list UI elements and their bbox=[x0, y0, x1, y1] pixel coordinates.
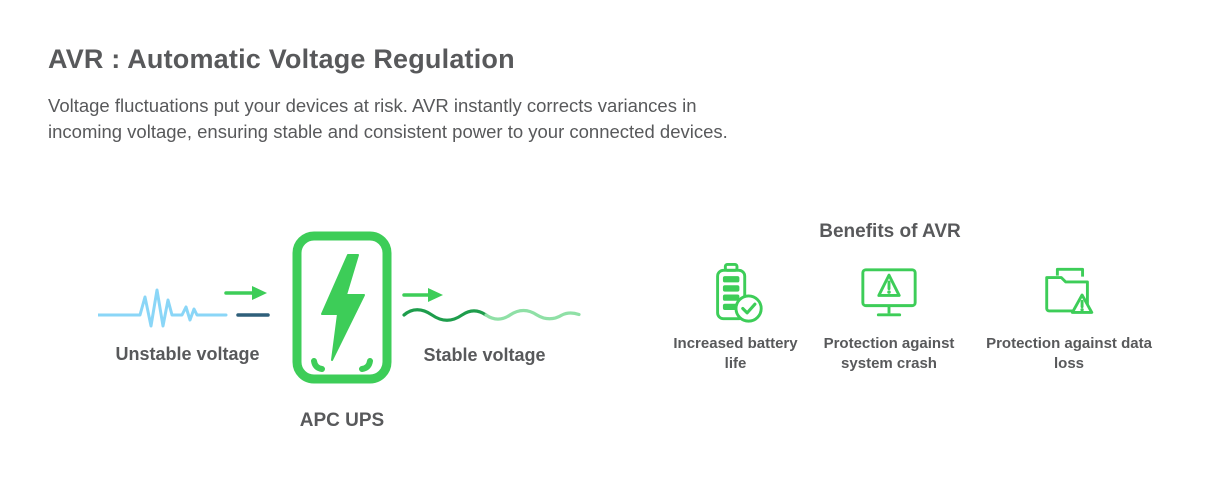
description-line-1: Voltage fluctuations put your devices at… bbox=[48, 95, 697, 116]
folder-warning-icon bbox=[1045, 267, 1094, 314]
unstable-waveform-icon bbox=[98, 286, 270, 328]
benefit-label: Increased battery life bbox=[673, 335, 798, 373]
unstable-voltage-label: Unstable voltage bbox=[115, 344, 260, 364]
benefit-label: Protection against data loss bbox=[986, 335, 1152, 373]
ups-lightning-icon bbox=[292, 231, 392, 384]
benefits-title: Benefits of AVR bbox=[819, 221, 961, 242]
page-description: Voltage fluctuations put your devices at… bbox=[48, 93, 728, 145]
description-line-2: incoming voltage, ensuring stable and co… bbox=[48, 121, 728, 142]
benefit-system-crash: Protection against system crash bbox=[806, 262, 972, 375]
page-title: AVR : Automatic Voltage Regulation bbox=[48, 44, 515, 74]
battery-check-icon bbox=[715, 263, 763, 323]
benefit-data-loss: Protection against data loss bbox=[986, 262, 1152, 375]
apc-ups-label: APC UPS bbox=[299, 410, 385, 431]
arrow-right-icon bbox=[402, 288, 443, 302]
benefit-battery-life: Increased battery life bbox=[663, 262, 808, 375]
lightning-bolt-icon bbox=[321, 254, 365, 361]
stable-waveform-icon bbox=[402, 288, 581, 322]
benefit-label: Protection against system crash bbox=[823, 335, 955, 373]
arrow-right-icon bbox=[224, 286, 267, 300]
monitor-warning-icon bbox=[861, 268, 917, 317]
stable-voltage-label: Stable voltage bbox=[423, 345, 546, 365]
